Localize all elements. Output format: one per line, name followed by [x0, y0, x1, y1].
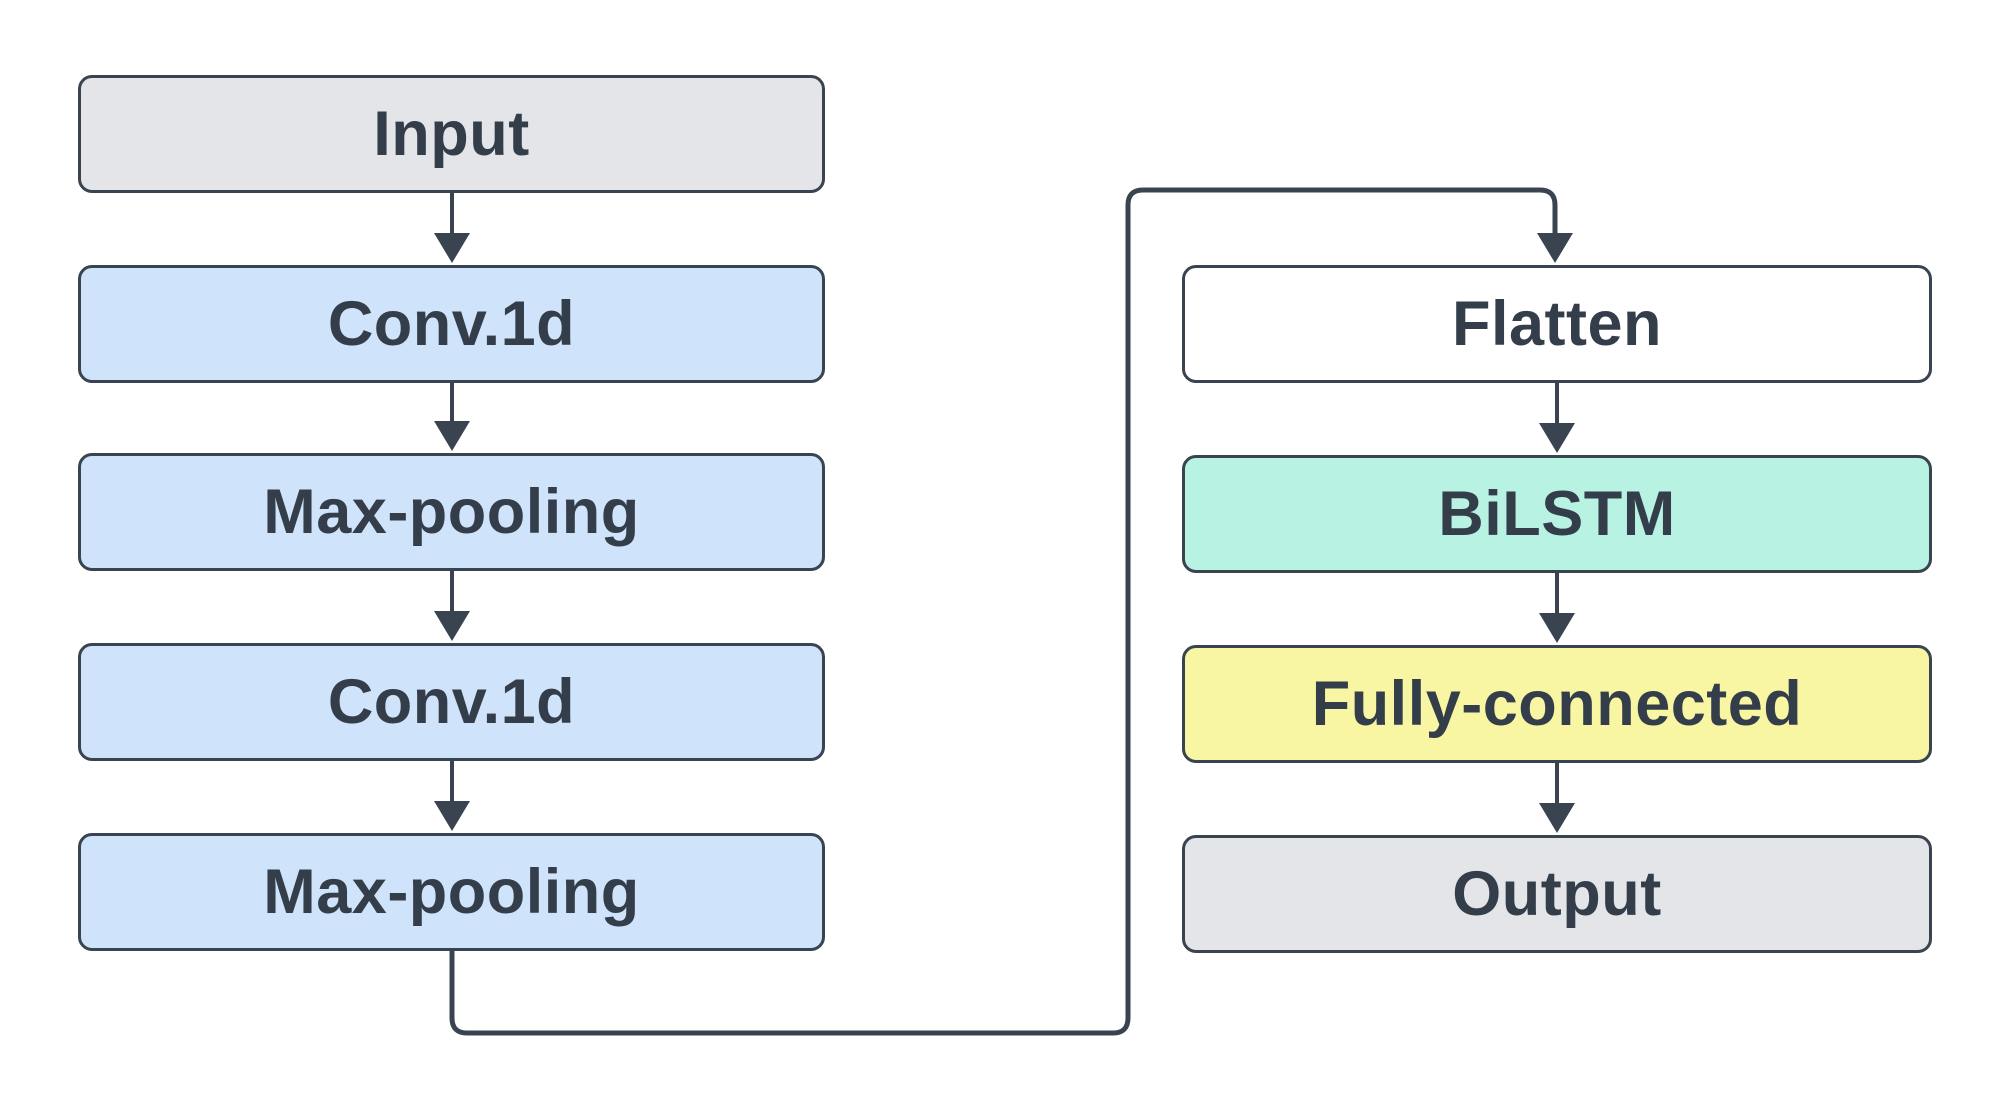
node-fully-connected: Fully-connected — [1182, 645, 1932, 763]
arrowhead-fully-connected-to-output — [1539, 803, 1575, 833]
node-label-fully-connected: Fully-connected — [1311, 669, 1803, 739]
node-max-pooling-2: Max-pooling — [78, 833, 825, 951]
arrowhead-flatten-to-bilstm — [1539, 423, 1575, 453]
node-label-flatten: Flatten — [1451, 289, 1662, 359]
node-label-input: Input — [373, 99, 530, 169]
node-bilstm: BiLSTM — [1182, 455, 1932, 573]
arrowhead-input-to-conv1d-1 — [434, 233, 470, 263]
node-conv1d-1: Conv.1d — [78, 265, 825, 383]
node-input: Input — [78, 75, 825, 193]
node-conv1d-2: Conv.1d — [78, 643, 825, 761]
node-label-bilstm: BiLSTM — [1438, 479, 1676, 549]
node-label-conv1d-2: Conv.1d — [327, 667, 576, 737]
node-label-max-pooling-1: Max-pooling — [263, 477, 640, 547]
arrowhead-max-pooling-2-to-flatten — [1537, 233, 1573, 263]
node-label-conv1d-1: Conv.1d — [327, 289, 576, 359]
arrowhead-conv1d-2-to-max-pooling-2 — [434, 801, 470, 831]
node-flatten: Flatten — [1182, 265, 1932, 383]
arrowhead-conv1d-1-to-max-pooling-1 — [434, 421, 470, 451]
arrowhead-bilstm-to-fully-connected — [1539, 613, 1575, 643]
node-label-output: Output — [1452, 859, 1662, 929]
node-output: Output — [1182, 835, 1932, 953]
node-max-pooling-1: Max-pooling — [78, 453, 825, 571]
node-label-max-pooling-2: Max-pooling — [263, 857, 640, 927]
arrowhead-max-pooling-1-to-conv1d-2 — [434, 611, 470, 641]
